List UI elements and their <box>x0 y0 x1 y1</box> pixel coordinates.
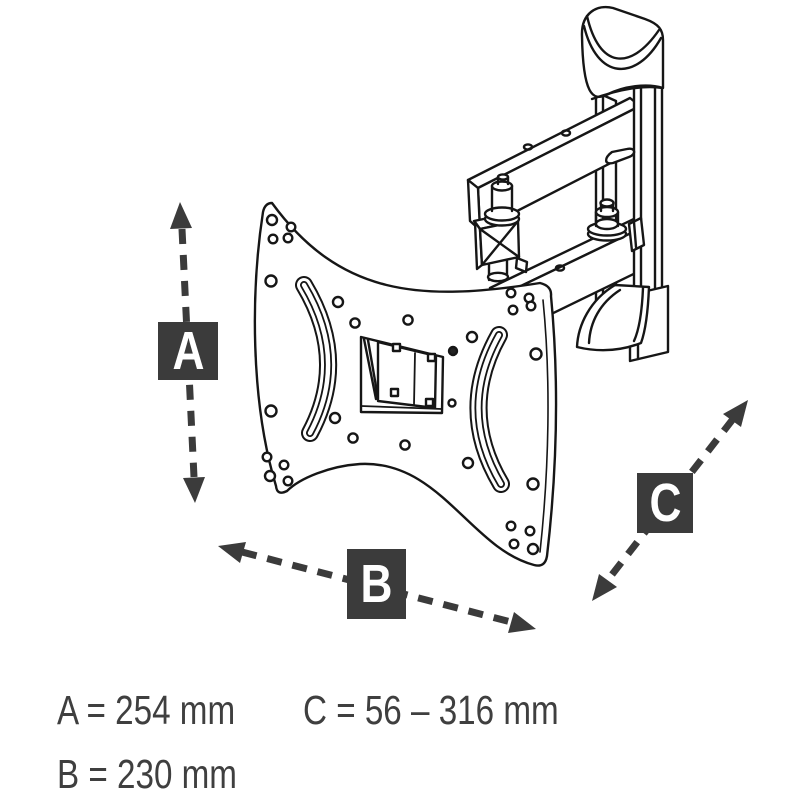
carriage-bolt-head <box>447 345 459 357</box>
upper-arm-clamp <box>604 147 636 165</box>
plate-center-opening <box>359 335 445 415</box>
dimension-value-a: A = 254 mm <box>57 687 236 733</box>
pivot-joint <box>472 173 529 283</box>
dimension-label-b: B <box>347 549 406 619</box>
dim-arrow-a <box>170 202 205 503</box>
dimension-label-b-letter: B <box>360 554 393 614</box>
arm-screw-hole <box>522 143 534 151</box>
arm-screw-hole <box>554 264 566 272</box>
plate-holes <box>261 213 543 556</box>
dim-arrow-c <box>592 400 748 601</box>
dimension-label-a-letter: A <box>172 321 204 381</box>
dimension-label-c: C <box>637 473 693 533</box>
plate-curved-slots <box>295 276 510 493</box>
dimension-label-c-letter: C <box>649 473 681 533</box>
dimension-value-c: C = 56 – 316 mm <box>303 687 559 733</box>
rail-top-cap <box>580 5 665 101</box>
arm-bolt-washer <box>586 198 646 253</box>
bottom-funnel-cover <box>575 283 651 352</box>
dimension-label-a: A <box>158 322 218 380</box>
arm-screw-hole <box>560 129 572 137</box>
dimension-value-b: B = 230 mm <box>57 751 237 797</box>
